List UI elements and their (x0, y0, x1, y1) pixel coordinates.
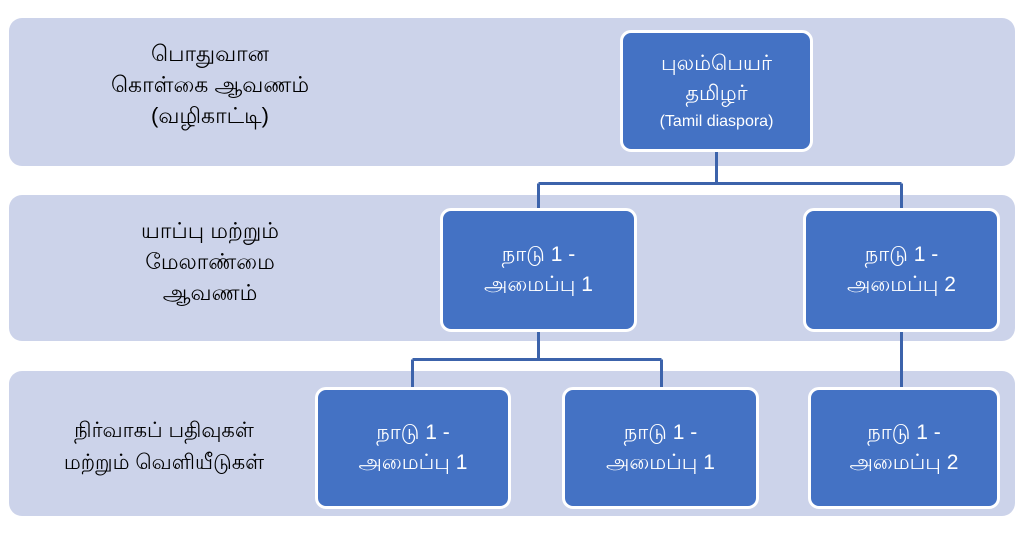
node-country1-org1-governance-label: நாடு 1 - அமைப்பு 1 (484, 243, 593, 296)
row-label-governance-document: யாப்பு மற்றும் மேலாண்மை ஆவணம் (141, 218, 279, 305)
node-country1-org1-records-b[interactable]: நாடு 1 - அமைப்பு 1 (562, 387, 759, 509)
node-tamil-diaspora-title: புலம்பெயர் தமிழர் (661, 52, 772, 105)
node-country1-org2-governance-label: நாடு 1 - அமைப்பு 2 (847, 243, 956, 296)
row-band-policy (9, 18, 1015, 166)
node-country1-org1-records-b-label: நாடு 1 - அமைப்பு 1 (606, 421, 715, 474)
node-country1-org2-records-label: நாடு 1 - அமைப்பு 2 (849, 421, 959, 474)
row-label-policy-document: பொதுவான கொள்கை ஆவணம் (வழிகாட்டி) (110, 41, 310, 128)
node-country1-org1-records-a[interactable]: நாடு 1 - அமைப்பு 1 (315, 387, 511, 509)
row-label-administrative-records: நிர்வாகப் பதிவுகள் மற்றும் வெளியீடுகள் (63, 419, 265, 474)
node-country1-org1-governance[interactable]: நாடு 1 - அமைப்பு 1 (440, 208, 637, 332)
node-country1-org2-governance[interactable]: நாடு 1 - அமைப்பு 2 (803, 208, 1000, 332)
node-country1-org2-records[interactable]: நாடு 1 - அமைப்பு 2 (808, 387, 1000, 509)
node-tamil-diaspora-subtitle: (Tamil diaspora) (659, 113, 774, 130)
node-country1-org1-records-a-label: நாடு 1 - அமைப்பு 1 (358, 421, 468, 474)
node-tamil-diaspora[interactable]: புலம்பெயர் தமிழர் (Tamil diaspora) (620, 30, 813, 152)
